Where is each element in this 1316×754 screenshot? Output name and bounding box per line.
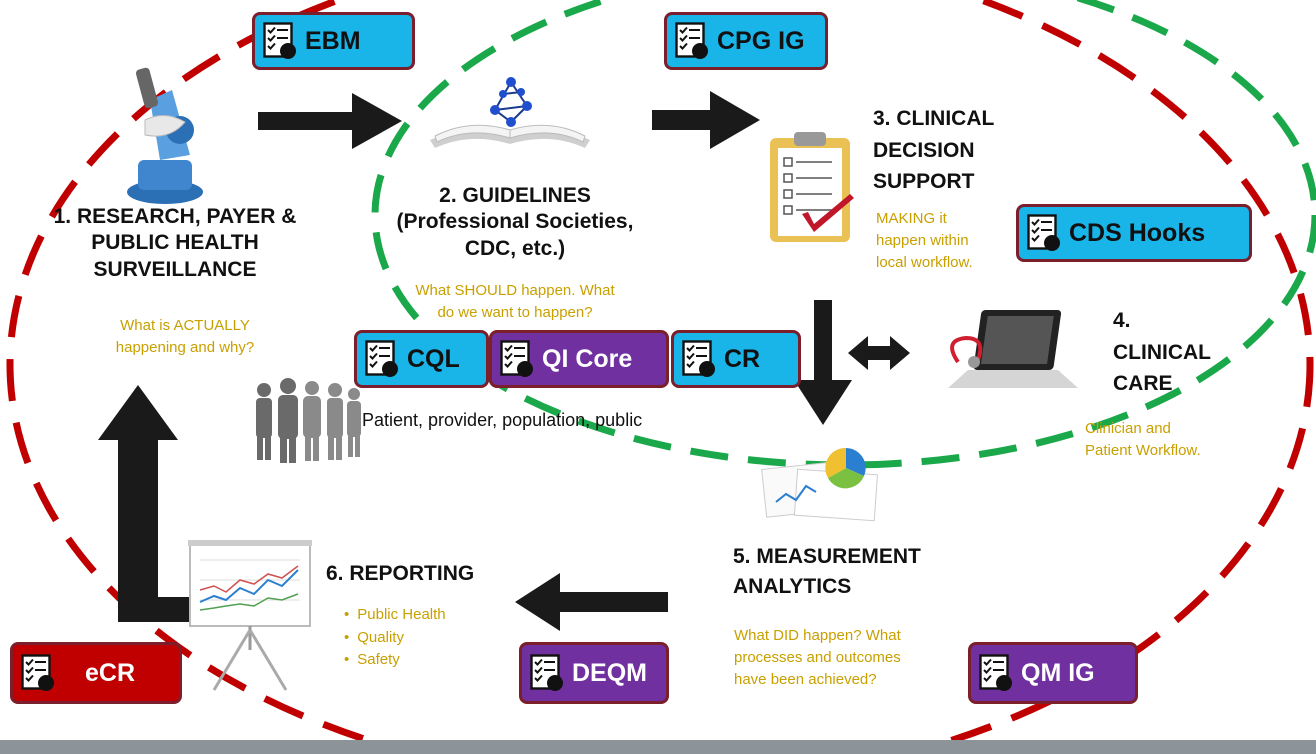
- checklist-icon: [675, 22, 709, 60]
- step-care-note-2: Patient Workflow.: [1085, 441, 1201, 459]
- step-measurement-line-1: 5. MEASUREMENT: [733, 545, 921, 568]
- step-guidelines-note-2: do we want to happen?: [437, 303, 593, 321]
- footer-bar: [0, 740, 1316, 754]
- checklist-icon: [1027, 214, 1061, 252]
- arrow-care-bidirectional: [848, 336, 910, 370]
- step-cds-line-3: SUPPORT: [873, 170, 975, 193]
- badge-qm-ig[interactable]: QM IG: [968, 642, 1138, 704]
- step-reporting-title: 6. REPORTING: [326, 562, 475, 585]
- arrow-cds-to-measurement: [794, 300, 852, 425]
- badge-ecr-label: eCR: [85, 658, 136, 687]
- reporting-bullet-quality: Quality: [344, 627, 514, 650]
- badge-qi-core-label: QI Core: [542, 344, 633, 373]
- step-cds-line-2: DECISION: [873, 138, 975, 162]
- step-care-title: 4. CLINICAL CARE: [1113, 305, 1233, 400]
- step-measurement-line-2: ANALYTICS: [733, 575, 852, 599]
- step-measurement-note-2: processes and outcomes: [734, 648, 901, 666]
- arrow-reporting-to-research: [98, 385, 190, 622]
- step-care-note-1: Clinician and: [1085, 420, 1171, 437]
- presentation-board-icon: [188, 540, 312, 691]
- population-caption: Patient, provider, population, public: [362, 410, 643, 430]
- checklist-icon: [682, 340, 716, 378]
- badge-ebm[interactable]: EBM: [252, 12, 415, 70]
- step-cds-title: 3. CLINICAL DECISION SUPPORT: [873, 103, 1033, 198]
- step-research-line-1: 1. RESEARCH, PAYER &: [53, 205, 297, 228]
- badge-cpg-ig[interactable]: CPG IG: [664, 12, 828, 70]
- checklist-icon: [500, 340, 534, 378]
- step-cds-note-1: MAKING it: [876, 210, 947, 227]
- badge-ebm-label: EBM: [305, 26, 361, 55]
- step-cds-note: MAKING it happen within local workflow.: [876, 208, 1016, 273]
- step-guidelines-note-1: What SHOULD happen. What: [415, 282, 615, 299]
- arrow-guidelines-to-cds: [652, 91, 760, 149]
- laptop-stethoscope-icon: [948, 310, 1078, 388]
- step-research-line-3: SURVEILLANCE: [93, 257, 257, 281]
- step-guidelines-line-2: (Professional Societies,: [396, 210, 634, 234]
- red-dashed-loop: [6, 0, 1314, 754]
- reporting-bullet-public-health: Public Health: [344, 604, 514, 627]
- step-guidelines-title: 2. GUIDELINES (Professional Societies, C…: [370, 183, 660, 262]
- badge-cds-hooks-label: CDS Hooks: [1069, 218, 1206, 247]
- badge-qm-ig-label: QM IG: [1021, 658, 1095, 687]
- step-measurement-note: What DID happen? What processes and outc…: [734, 625, 964, 690]
- book-molecule-icon: [430, 77, 590, 148]
- microscope-icon: [127, 67, 203, 204]
- step-care-line-2: CLINICAL: [1113, 340, 1211, 364]
- step-care-note: Clinician and Patient Workflow.: [1085, 418, 1255, 462]
- badge-cql-label: CQL: [407, 344, 460, 373]
- badge-qi-core[interactable]: QI Core: [489, 330, 669, 388]
- step-cds-line-1: 3. CLINICAL: [873, 107, 995, 130]
- step-cds-note-3: local workflow.: [876, 253, 973, 271]
- step-measurement-note-3: have been achieved?: [734, 670, 877, 688]
- step-care-line-1: 4.: [1113, 309, 1131, 332]
- step-guidelines-note: What SHOULD happen. What do we want to h…: [370, 280, 660, 324]
- badge-ecr[interactable]: eCR: [10, 642, 182, 704]
- badge-cql[interactable]: CQL: [354, 330, 489, 388]
- reporting-bullet-safety: Safety: [344, 649, 514, 672]
- step-guidelines-line-1: 2. GUIDELINES: [439, 184, 591, 207]
- badge-deqm-label: DEQM: [572, 658, 647, 687]
- step-research-note-1: What is ACTUALLY: [120, 317, 250, 334]
- badge-deqm[interactable]: DEQM: [519, 642, 669, 704]
- step-measurement-note-1: What DID happen? What: [734, 627, 901, 644]
- checklist-icon: [263, 22, 297, 60]
- step-research-line-2: PUBLIC HEALTH: [91, 231, 259, 255]
- checklist-icon: [365, 340, 399, 378]
- arrow-research-to-guidelines: [258, 93, 402, 149]
- arrow-measurement-to-reporting: [515, 573, 668, 631]
- step-research-title: 1. RESEARCH, PAYER & PUBLIC HEALTH SURVE…: [30, 204, 320, 283]
- clipboard-check-icon: [770, 132, 854, 242]
- step-guidelines-line-3: CDC, etc.): [464, 236, 566, 260]
- green-dashed-loop: [371, 0, 1316, 469]
- people-silhouette-icon: [256, 378, 361, 463]
- checklist-icon: [21, 654, 55, 692]
- step-research-note: What is ACTUALLY happening and why?: [60, 315, 310, 359]
- step-research-note-2: happening and why?: [115, 338, 255, 356]
- step-cds-note-2: happen within: [876, 231, 969, 249]
- badge-cr-label: CR: [724, 344, 761, 373]
- badge-cds-hooks[interactable]: CDS Hooks: [1016, 204, 1252, 262]
- step-measurement-title: 5. MEASUREMENT ANALYTICS: [733, 542, 993, 603]
- charts-icon: [761, 447, 878, 522]
- step-reporting-bullets: Public Health Quality Safety: [344, 604, 514, 672]
- checklist-icon: [979, 654, 1013, 692]
- step-care-line-3: CARE: [1113, 372, 1173, 395]
- checklist-icon: [530, 654, 564, 692]
- badge-cpg-ig-label: CPG IG: [717, 26, 805, 55]
- badge-cr[interactable]: CR: [671, 330, 801, 388]
